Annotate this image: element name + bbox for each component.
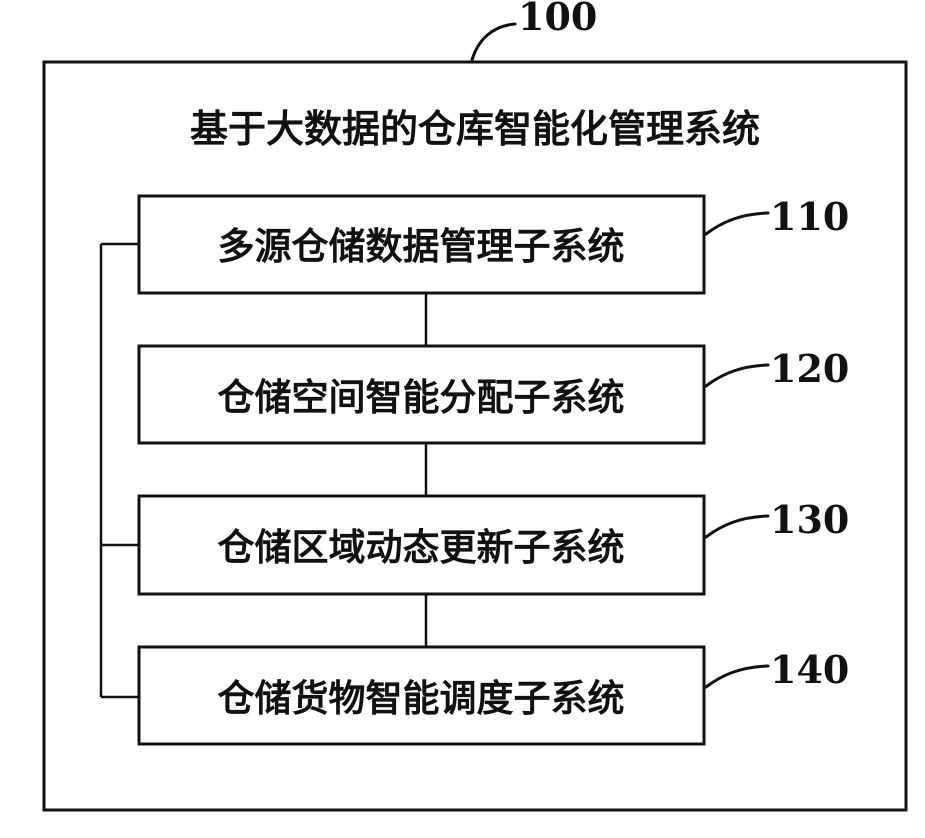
subsystem-ref-number: 130 bbox=[770, 497, 849, 542]
subsystem-ref-leader bbox=[706, 213, 768, 234]
subsystem-110: 多源仓储数据管理子系统 110 bbox=[139, 194, 849, 293]
system-title: 基于大数据的仓库智能化管理系统 bbox=[190, 107, 760, 151]
subsystem-label: 仓储空间智能分配子系统 bbox=[218, 376, 625, 419]
subsystem-ref-number: 120 bbox=[770, 346, 849, 391]
subsystem-ref-leader bbox=[706, 666, 768, 687]
subsystem-ref-leader bbox=[706, 365, 768, 386]
subsystem-ref-leader bbox=[706, 516, 768, 537]
subsystem-label: 仓储货物智能调度子系统 bbox=[218, 677, 625, 720]
subsystem-ref-number: 140 bbox=[770, 647, 849, 692]
subsystem-140: 仓储货物智能调度子系统 140 bbox=[139, 647, 849, 744]
system-ref-leader bbox=[472, 24, 515, 60]
subsystem-130: 仓储区域动态更新子系统 130 bbox=[139, 496, 849, 594]
subsystem-ref-number: 110 bbox=[770, 194, 849, 239]
subsystem-120: 仓储空间智能分配子系统 120 bbox=[139, 346, 849, 443]
system-ref-number: 100 bbox=[518, 0, 597, 39]
subsystem-label: 仓储区域动态更新子系统 bbox=[218, 526, 625, 569]
subsystem-label: 多源仓储数据管理子系统 bbox=[218, 225, 625, 268]
